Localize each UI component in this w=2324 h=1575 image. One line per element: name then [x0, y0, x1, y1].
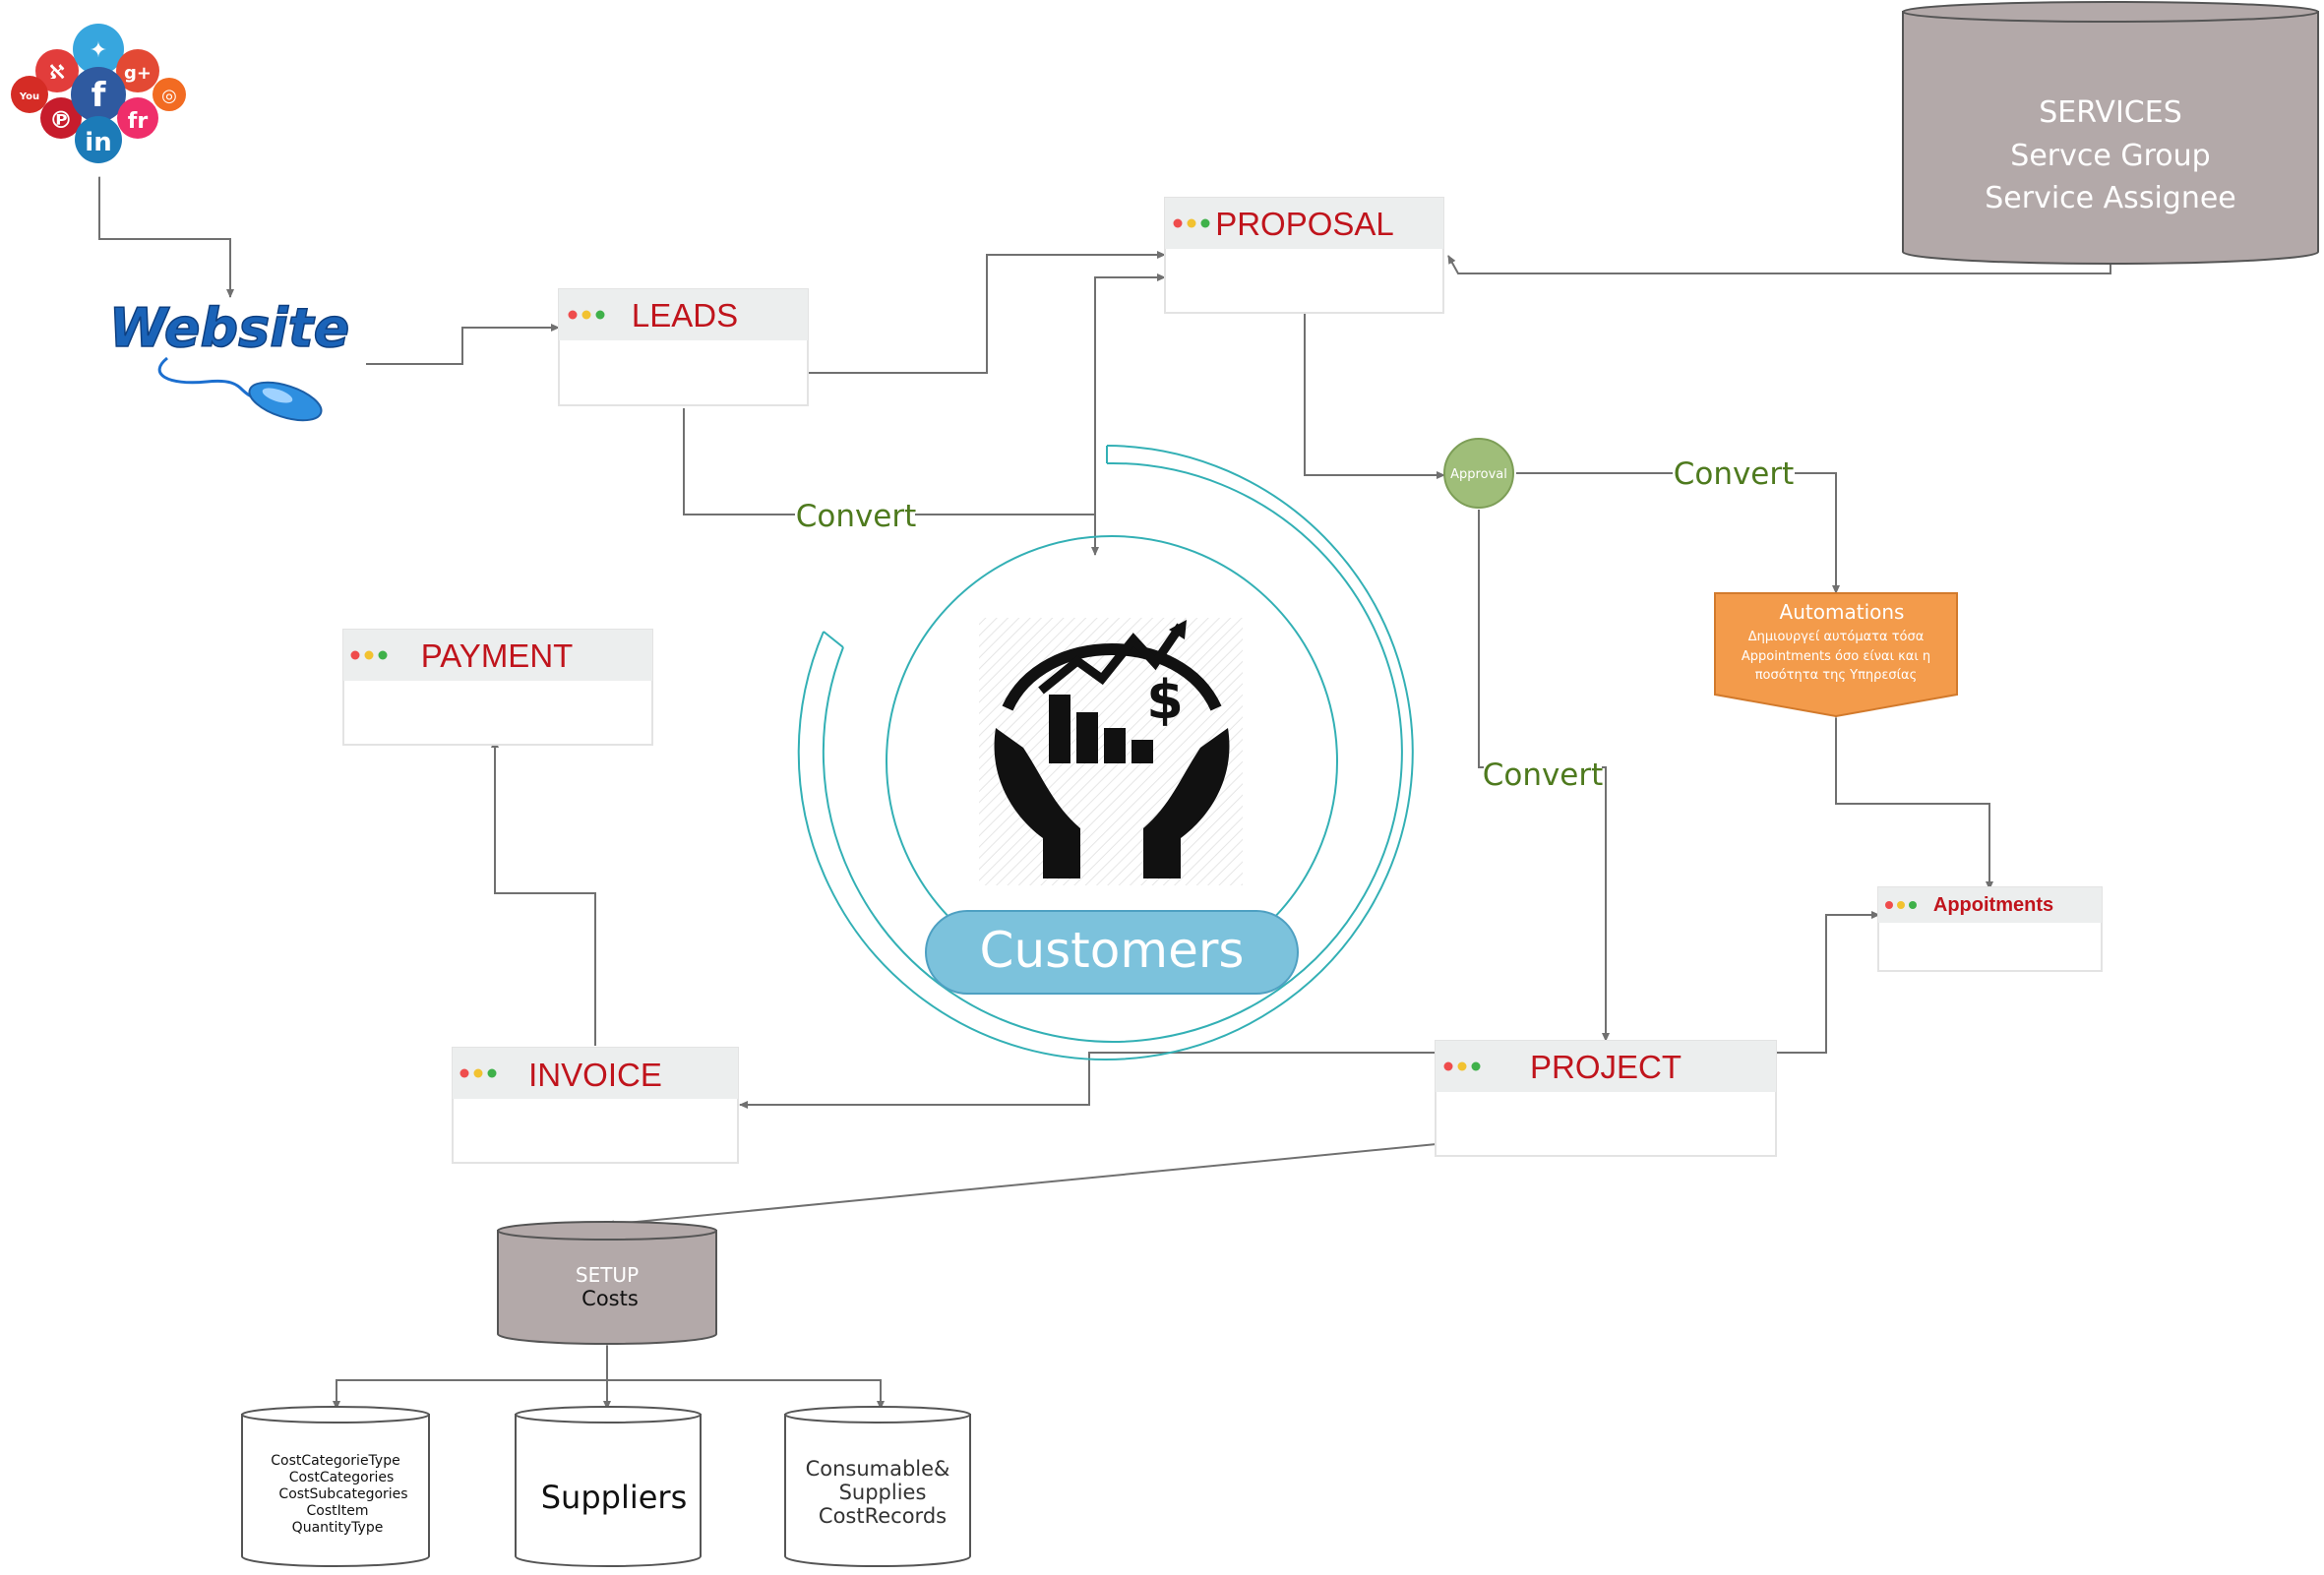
- connector-leads-proposal: [809, 251, 1166, 374]
- services-line2: Servce Group: [2010, 139, 2210, 173]
- appointments-card[interactable]: Appoitments: [1877, 886, 2103, 972]
- facebook-icon: [71, 67, 126, 122]
- svg-text:℗: ℗: [49, 106, 73, 134]
- automations-title: Automations: [1780, 600, 1905, 624]
- money-hands-icon: $: [994, 620, 1230, 878]
- leads-card[interactable]: LEADS: [558, 288, 809, 406]
- consumables-line: Supplies: [839, 1481, 927, 1504]
- automations-line3: ποσότητα της Υπηρεσίας: [1755, 668, 1918, 683]
- connector-project-appointments: [1769, 911, 1880, 1057]
- website-logo: Website: [108, 296, 350, 422]
- convert-labels: Convert Convert Convert: [795, 454, 1795, 793]
- mouse-cable: [157, 356, 259, 400]
- connector-approval-automations: [1516, 472, 1840, 594]
- connector-website-leads: [366, 324, 560, 365]
- cost-categories-line: CostCategorieType: [271, 1453, 399, 1469]
- connector-project-setup: [605, 1139, 1445, 1229]
- linkedin-icon: [75, 116, 122, 163]
- services-database[interactable]: SERVICES Servce Group Service Assignee: [1902, 1, 2319, 265]
- customers-hub[interactable]: $ Customers: [797, 445, 1414, 1060]
- svg-text:f: f: [92, 76, 107, 115]
- automations-line1: Δημιουργεί αυτόματα τόσα: [1748, 630, 1925, 644]
- svg-text:ℵ: ℵ: [49, 60, 65, 84]
- connector-services-proposal: [1447, 254, 2114, 274]
- svg-text:You: You: [19, 91, 39, 102]
- approval-node[interactable]: Approval: [1443, 438, 1514, 509]
- svg-text:$: $: [1146, 669, 1184, 731]
- consumables-line: Consumable&: [806, 1457, 950, 1481]
- setup-line2: Costs: [581, 1287, 639, 1310]
- twitter-icon: [73, 24, 124, 75]
- project-title: PROJECT: [1530, 1049, 1682, 1085]
- svg-text:fr: fr: [128, 109, 149, 134]
- connector-project-invoice: [739, 1052, 1435, 1109]
- connector-automations-appointments: [1832, 710, 1993, 890]
- customers-label: Customers: [980, 922, 1245, 979]
- svg-text:✦: ✦: [90, 38, 107, 63]
- cost-categories-line: QuantityType: [292, 1520, 384, 1536]
- convert-label-approval: Convert: [1674, 456, 1795, 492]
- appointments-title: Appoitments: [1933, 894, 2053, 916]
- social-media-icon: f in fr ℗ g+ ◎ ℵ You ✦: [7, 4, 186, 177]
- setup-costs-database[interactable]: SETUP Costs: [497, 1221, 717, 1345]
- pinterest-icon: [40, 97, 82, 139]
- approval-label: Approval: [1450, 467, 1507, 482]
- invoice-card[interactable]: INVOICE: [452, 1047, 739, 1164]
- services-line1: SERVICES: [2039, 95, 2182, 130]
- flickr-icon: [117, 97, 158, 139]
- customers-outer-arc-inner: [822, 461, 1403, 1043]
- svg-text:g+: g+: [124, 63, 152, 84]
- project-card[interactable]: PROJECT: [1435, 1040, 1777, 1157]
- proposal-title: PROPOSAL: [1215, 206, 1394, 242]
- convert-label-leads: Convert: [796, 499, 917, 534]
- consumables-line: CostRecords: [819, 1504, 947, 1528]
- youtube-icon: [11, 76, 48, 113]
- cost-categories-line: CostSubcategories: [278, 1486, 407, 1502]
- cost-categories-line: CostItem: [307, 1503, 369, 1519]
- svg-text:◎: ◎: [161, 86, 177, 106]
- services-line3: Service Assignee: [1985, 181, 2236, 215]
- suppliers-label: Suppliers: [541, 1479, 688, 1516]
- website-label: Website: [109, 297, 349, 359]
- payment-title: PAYMENT: [421, 637, 574, 674]
- cost-categories-database[interactable]: CostCategorieType CostCategories CostSub…: [241, 1406, 430, 1567]
- connector-proposal-approval: [1301, 305, 1445, 479]
- automations-node[interactable]: Automations Δημιουργεί αυτόματα τόσα App…: [1714, 592, 1958, 718]
- connector-invoice-payment: [491, 739, 596, 1046]
- customers-pill: [925, 910, 1299, 995]
- suppliers-database[interactable]: Suppliers: [515, 1406, 702, 1567]
- connector-setup-costdbs: [336, 1379, 882, 1407]
- stumbleupon-icon: [35, 49, 79, 92]
- setup-line1: SETUP: [576, 1263, 639, 1287]
- convert-label-project: Convert: [1483, 757, 1604, 793]
- leads-title: LEADS: [632, 297, 738, 333]
- payment-card[interactable]: PAYMENT: [342, 629, 653, 746]
- consumables-database[interactable]: Consumable& Supplies CostRecords: [784, 1406, 971, 1567]
- invoice-title: INVOICE: [528, 1057, 662, 1093]
- cost-categories-line: CostCategories: [289, 1470, 395, 1485]
- proposal-card[interactable]: PROPOSAL: [1164, 197, 1444, 314]
- connector-social-website: [98, 167, 234, 298]
- googleplus-icon: [116, 49, 159, 92]
- customers-outer-arc: [797, 445, 1414, 1060]
- automations-line2: Appointments όσο είναι και η: [1742, 649, 1930, 664]
- blogger-icon: [153, 78, 186, 111]
- connector-customers-proposal: [1094, 273, 1166, 531]
- svg-text:in: in: [85, 128, 111, 157]
- connectors: [98, 167, 2114, 1410]
